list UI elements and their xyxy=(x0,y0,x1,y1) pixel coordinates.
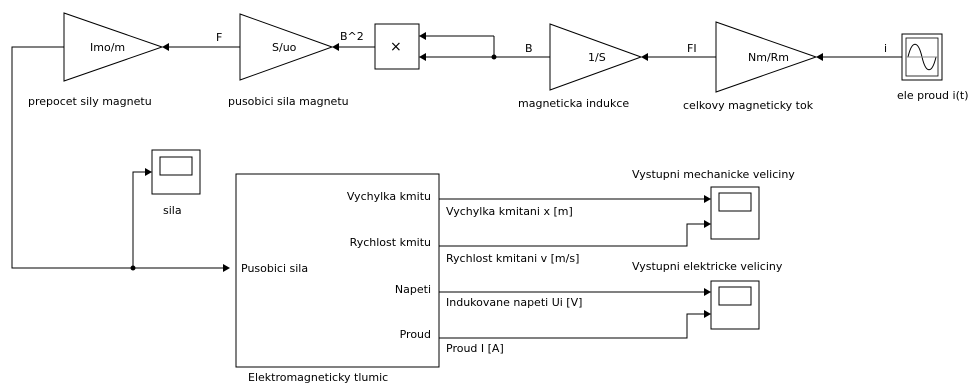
scope-electrical-caption: Vystupni elektricke veliciny xyxy=(632,260,783,273)
gain-nm-rm-label: Nm/Rm xyxy=(748,51,789,64)
subsystem-out-port-2: Rychlost kmitu xyxy=(350,236,431,249)
gain-1-s-caption: magneticka indukce xyxy=(518,97,629,110)
gain-block-nm-rm[interactable]: Nm/Rm xyxy=(715,21,818,93)
subsystem-block[interactable] xyxy=(235,173,440,368)
scope-sila-caption: sila xyxy=(163,204,182,217)
signal-b2-label: B^2 xyxy=(340,30,364,43)
sine-wave-source[interactable] xyxy=(901,33,943,81)
product-icon: × xyxy=(390,39,402,55)
signal-b-label: B xyxy=(525,42,533,55)
signal-i-label: i xyxy=(884,42,887,55)
wire-current xyxy=(439,313,705,339)
signal-v-label: Rychlost kmitani v [m/s] xyxy=(446,252,579,265)
scope-electrical[interactable] xyxy=(710,280,760,330)
gain-imo-m-label: Imo/m xyxy=(90,41,125,54)
wire-force xyxy=(11,46,224,269)
gain-block-imo-m[interactable]: Imo/m xyxy=(63,12,164,82)
subsystem-out-port-3: Napeti xyxy=(395,283,431,296)
gain-s-uo-caption: pusobici sila magnetu xyxy=(228,95,349,108)
scope-sila[interactable] xyxy=(151,149,201,195)
gain-nm-rm-caption: celkovy magneticky tok xyxy=(683,99,814,112)
signal-current-label: Proud I [A] xyxy=(446,342,504,355)
gain-block-1-s[interactable]: 1/S xyxy=(549,23,643,91)
signal-f-label: F xyxy=(216,31,222,44)
gain-imo-m-caption: prepocet sily magnetu xyxy=(28,95,152,108)
source-caption: ele proud i(t) xyxy=(897,89,968,102)
signal-x-label: Vychylka kmitani x [m] xyxy=(446,205,573,218)
signal-ui-label: Indukovane napeti Ui [V] xyxy=(446,296,582,309)
signal-fi-label: FI xyxy=(687,42,697,55)
subsystem-in-port: Pusobici sila xyxy=(241,262,308,275)
product-block[interactable]: × xyxy=(374,23,420,70)
subsystem-out-port-1: Vychylka kmitu xyxy=(347,190,431,203)
scope-mechanical-caption: Vystupni mechanicke veliciny xyxy=(632,168,795,181)
gain-s-uo-label: S/uo xyxy=(272,41,297,54)
gain-1-s-label: 1/S xyxy=(588,51,606,64)
subsystem-out-port-4: Proud xyxy=(400,328,431,341)
subsystem-caption: Elektromagneticky tlumic xyxy=(248,371,388,383)
gain-block-s-uo[interactable]: S/uo xyxy=(239,13,334,81)
wire-v xyxy=(439,223,705,247)
scope-mechanical[interactable] xyxy=(710,186,760,240)
